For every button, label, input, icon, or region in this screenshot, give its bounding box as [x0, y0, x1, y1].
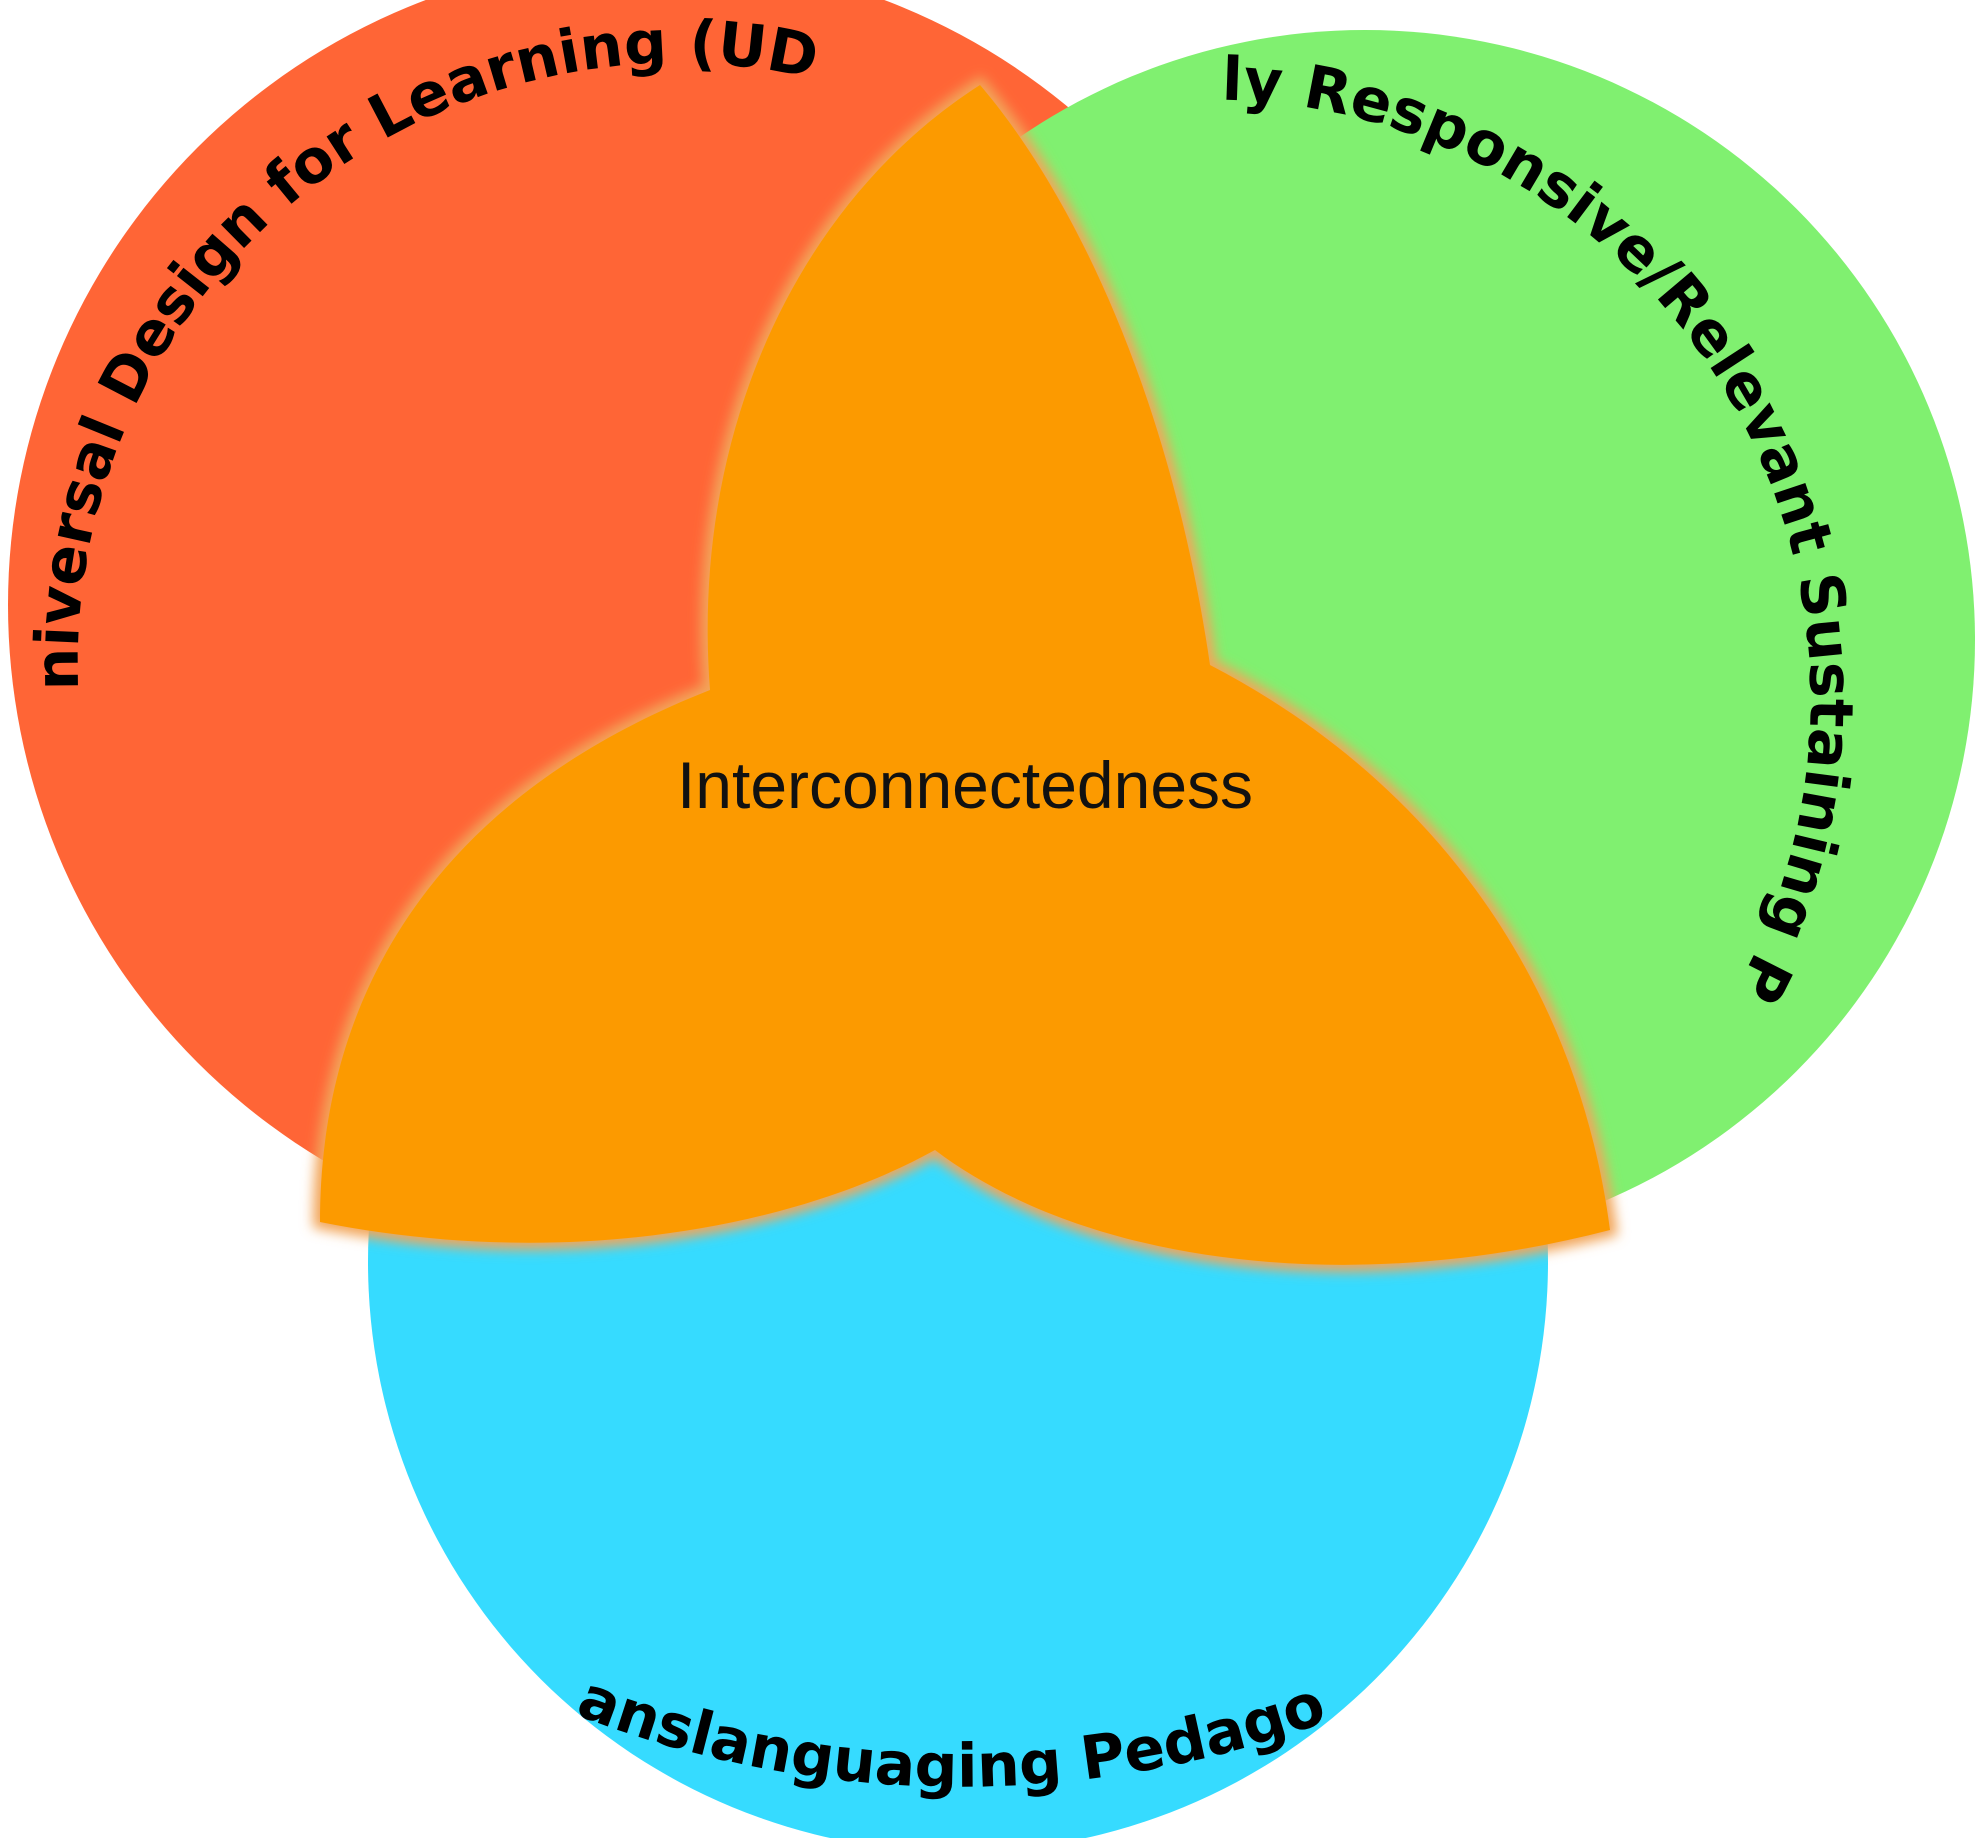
interconnectedness-region [320, 85, 1610, 1265]
center-label: Interconnectedness [677, 748, 1253, 822]
